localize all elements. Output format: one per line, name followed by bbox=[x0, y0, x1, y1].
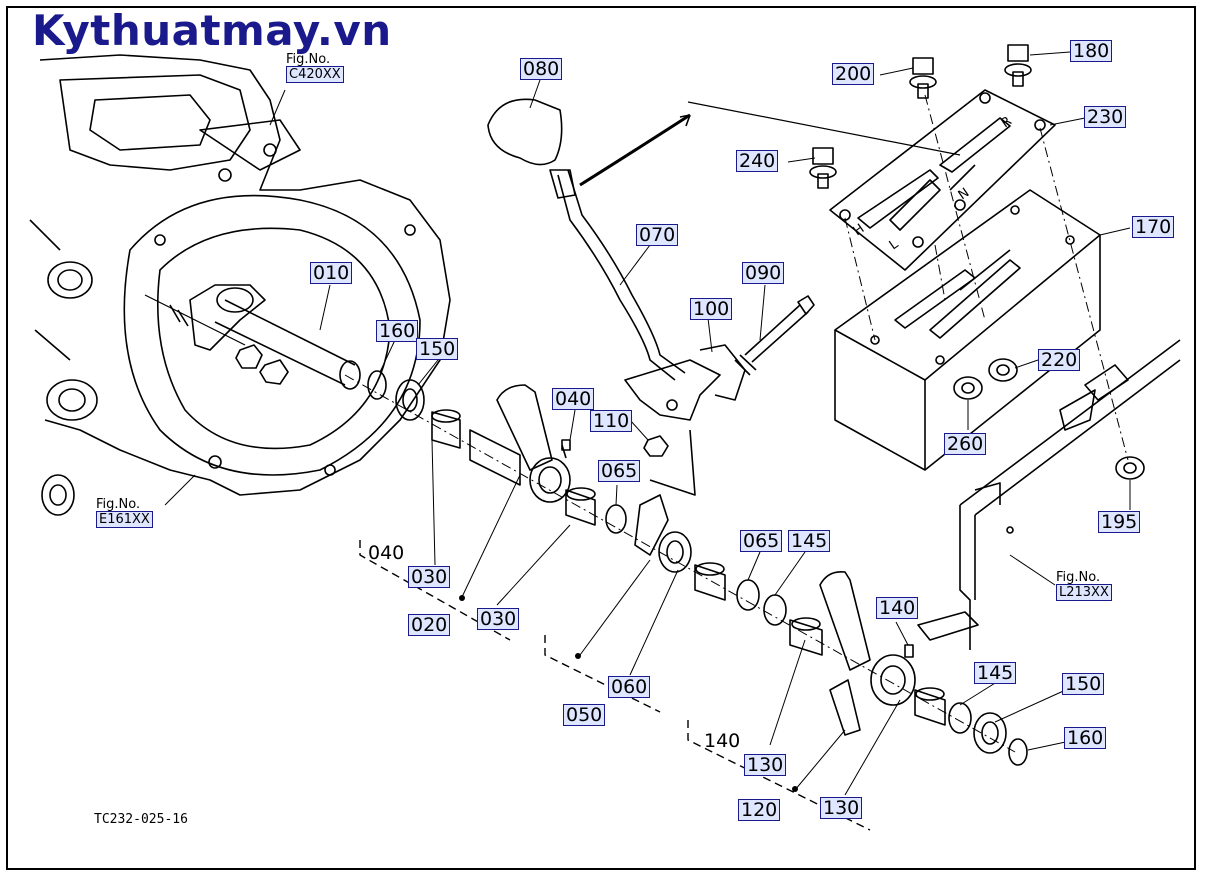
shift-arm-120 bbox=[819, 570, 916, 736]
callout-130[interactable]: 130 bbox=[820, 797, 863, 819]
transmission-housing bbox=[29, 54, 451, 516]
callout-030[interactable]: 030 bbox=[408, 566, 451, 588]
callout-170[interactable]: 170 bbox=[1132, 216, 1175, 238]
fig-ref-code[interactable]: E161XX bbox=[96, 511, 153, 528]
fork-060 bbox=[634, 494, 692, 573]
callout-010[interactable]: 010 bbox=[310, 262, 353, 284]
callout-130[interactable]: 130 bbox=[744, 754, 787, 776]
callout-150[interactable]: 150 bbox=[416, 338, 459, 360]
frame-bracket bbox=[917, 339, 1181, 650]
fig-ref-l213: Fig.No. L213XX bbox=[1056, 570, 1112, 601]
callout-120[interactable]: 120 bbox=[738, 799, 781, 821]
fig-ref-label: Fig.No. bbox=[1056, 570, 1101, 585]
fig-ref-code[interactable]: L213XX bbox=[1056, 584, 1112, 601]
callout-220[interactable]: 220 bbox=[1038, 349, 1081, 371]
callout-180[interactable]: 180 bbox=[1070, 40, 1113, 62]
callout-100[interactable]: 100 bbox=[690, 298, 733, 320]
fig-ref-e161: Fig.No. E161XX bbox=[96, 497, 153, 528]
shift-gate-230 bbox=[829, 89, 1056, 271]
callout-090[interactable]: 090 bbox=[742, 262, 785, 284]
bolt-240 bbox=[809, 147, 837, 189]
bolt-180 bbox=[1004, 44, 1032, 87]
callout-060[interactable]: 060 bbox=[608, 676, 651, 698]
group-label-140: 140 bbox=[704, 730, 741, 752]
callout-065[interactable]: 065 bbox=[598, 460, 641, 482]
callout-070[interactable]: 070 bbox=[636, 224, 679, 246]
fig-ref-c420: Fig.No. C420XX bbox=[286, 52, 344, 83]
callout-240[interactable]: 240 bbox=[736, 150, 779, 172]
drawing-frame bbox=[6, 6, 1196, 870]
letter-l: L bbox=[887, 236, 902, 253]
callout-195[interactable]: 195 bbox=[1098, 511, 1141, 533]
callout-160[interactable]: 160 bbox=[376, 320, 419, 342]
callout-140[interactable]: 140 bbox=[876, 597, 919, 619]
letter-r: R bbox=[999, 114, 1015, 131]
fig-ref-code[interactable]: C420XX bbox=[286, 66, 344, 83]
callout-065[interactable]: 065 bbox=[740, 530, 783, 552]
callout-040[interactable]: 040 bbox=[552, 388, 595, 410]
callout-160[interactable]: 160 bbox=[1064, 727, 1107, 749]
bolt-200 bbox=[909, 57, 937, 99]
callout-110[interactable]: 110 bbox=[590, 410, 633, 432]
callout-020[interactable]: 020 bbox=[408, 614, 451, 636]
callout-200[interactable]: 200 bbox=[832, 63, 875, 85]
group-label-040: 040 bbox=[368, 542, 405, 564]
shifter-arm-040 bbox=[469, 384, 571, 503]
watermark-logo: Kythuatmay.vn bbox=[32, 6, 392, 55]
shaft-010 bbox=[189, 284, 361, 390]
shift-lever-070 bbox=[487, 98, 686, 381]
bracket-100 bbox=[624, 344, 746, 421]
callout-150[interactable]: 150 bbox=[1062, 673, 1105, 695]
callout-230[interactable]: 230 bbox=[1084, 106, 1127, 128]
fig-ref-label: Fig.No. bbox=[286, 52, 331, 67]
callout-145[interactable]: 145 bbox=[974, 662, 1017, 684]
callout-145[interactable]: 145 bbox=[788, 530, 831, 552]
callout-260[interactable]: 260 bbox=[944, 433, 987, 455]
fig-ref-label: Fig.No. bbox=[96, 497, 141, 512]
drawing-code: TC232-025-16 bbox=[94, 812, 188, 827]
callout-050[interactable]: 050 bbox=[563, 704, 606, 726]
callout-080[interactable]: 080 bbox=[520, 58, 563, 80]
callout-030[interactable]: 030 bbox=[477, 608, 520, 630]
